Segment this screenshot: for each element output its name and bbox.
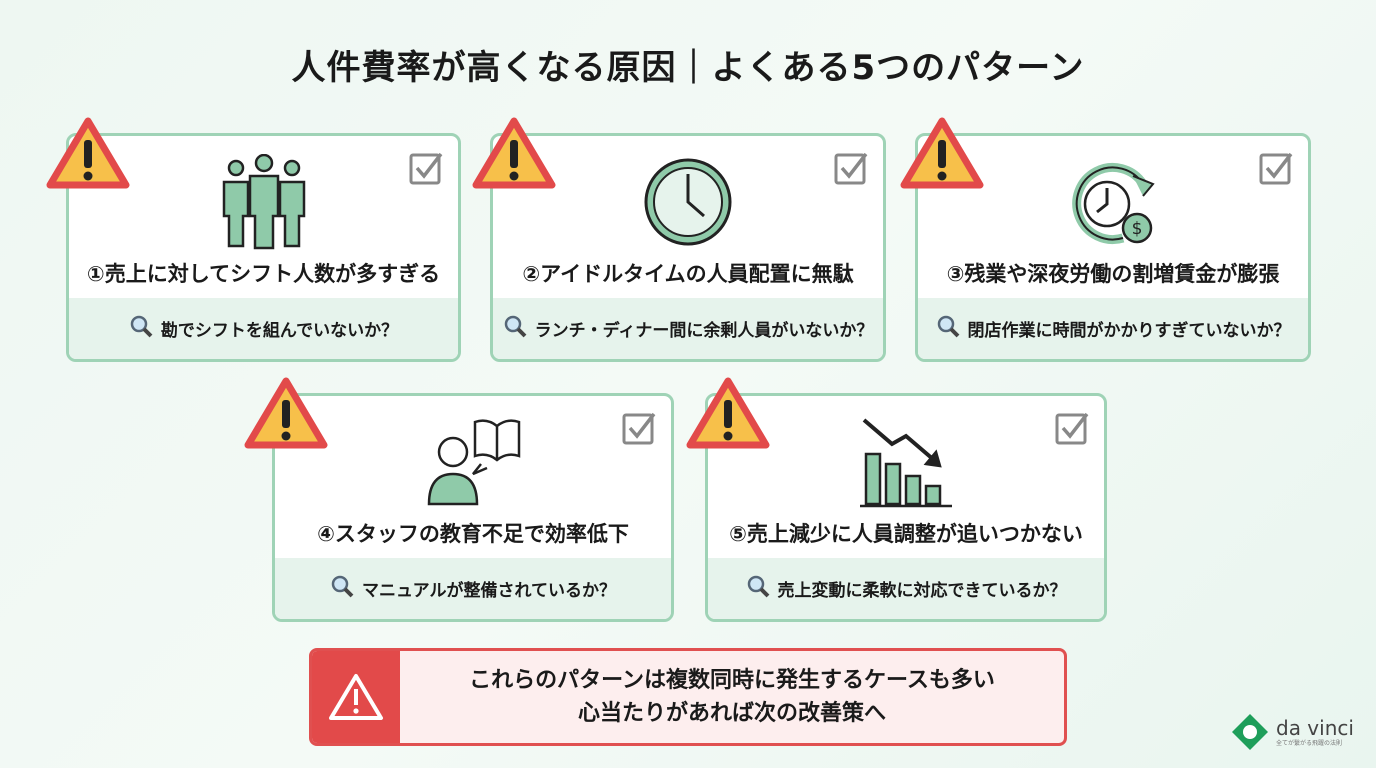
question-text: 勘でシフトを組んでいないか？ [160,321,399,341]
checkbox-icon [409,152,443,185]
checkbox-icon [622,412,656,445]
pattern-card: ①売上に対してシフト人数が多すぎる 勘でシフトを組んでいないか？ [66,133,461,362]
pattern-card: ②アイドルタイムの人員配置に無駄 ランチ・ディナー間に余剰人員がいないか？ [490,133,886,362]
warning-banner: これらのパターンは複数同時に発生するケースも多い 心当たりがあれば次の改善策へ [309,648,1067,746]
logo-tagline: 全てが繋がる飛躍の法則 [1276,739,1343,747]
warning-triangle-icon [686,376,770,450]
magnifier-icon [503,314,527,343]
question-text: 閉店作業に時間がかかりすぎていないか？ [967,321,1291,341]
check-question: 閉店作業に時間がかかりすぎていないか？ [918,298,1308,359]
warning-triangle-icon [46,116,130,190]
checkbox-icon [1259,152,1293,185]
magnifier-icon [129,314,153,343]
card-title: ②アイドルタイムの人員配置に無駄 [522,262,854,286]
card-title: ③残業や深夜労働の割増賃金が膨張 [946,262,1280,286]
person-book-icon [423,414,523,510]
card-title: ①売上に対してシフト人数が多すぎる [86,262,441,286]
magnifier-icon [936,314,960,343]
magnifier-icon [330,574,354,603]
warning-icon [312,651,400,743]
svg-text:$: $ [1132,219,1143,239]
warning-triangle-icon [472,116,556,190]
pattern-card: $ ③残業や深夜労働の割増賃金が膨張 閉店作業に時間がかかりすぎていないか？ [915,133,1311,362]
card-title: ⑤売上減少に人員調整が追いつかない [729,522,1083,546]
page-title: 人件費率が高くなる原因｜よくある5つのパターン [291,48,1085,88]
warning-triangle-icon [244,376,328,450]
people-icon [214,153,314,250]
banner-line-1: これらのパターンは複数同時に発生するケースも多い [469,668,995,693]
question-text: マニュアルが整備されているか？ [362,581,616,601]
banner-line-2: 心当たりがあれば次の改善策へ [577,701,886,726]
clock-icon [638,154,738,250]
question-text: ランチ・ディナー間に余剰人員がいないか？ [534,321,874,341]
declining-chart-icon [856,414,956,510]
pattern-card: ④スタッフの教育不足で効率低下 マニュアルが整備されているか？ [272,393,674,622]
checkbox-icon [834,152,868,185]
clock-dollar-icon: $ [1063,154,1163,250]
card-title: ④スタッフの教育不足で効率低下 [317,522,629,546]
check-question: 勘でシフトを組んでいないか？ [69,298,458,359]
magnifier-icon [746,574,770,603]
question-text: 売上変動に柔軟に対応できているか？ [777,581,1067,601]
logo-name: da vinci [1276,715,1354,740]
logo-diamond-icon [1232,714,1268,750]
pattern-card: ⑤売上減少に人員調整が追いつかない 売上変動に柔軟に対応できているか？ [705,393,1107,622]
check-question: マニュアルが整備されているか？ [275,558,671,619]
check-question: 売上変動に柔軟に対応できているか？ [708,558,1104,619]
checkbox-icon [1055,412,1089,445]
check-question: ランチ・ディナー間に余剰人員がいないか？ [493,298,883,359]
warning-triangle-icon [900,116,984,190]
